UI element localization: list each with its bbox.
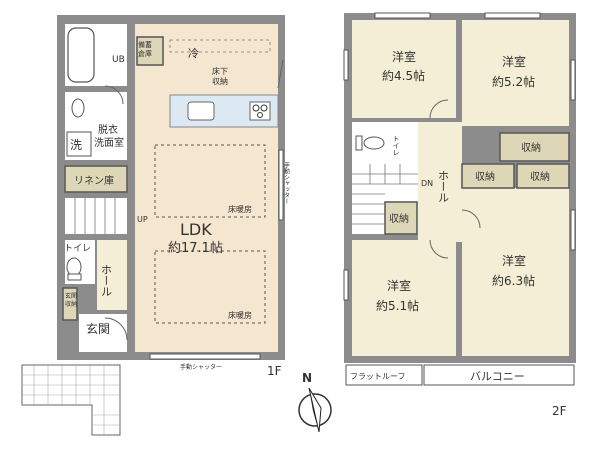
bath-label: UB (112, 55, 125, 65)
window-bottom-1f (149, 353, 261, 360)
storage-label-line-1: 備蓄 (138, 40, 152, 49)
compass-icon: N (298, 371, 332, 433)
door-swing-room3 (429, 239, 449, 259)
storage-label-line-2: 倉庫 (138, 49, 152, 58)
room2-name: 洋室 (502, 54, 526, 69)
dressing-label: 脱衣洗面室 (94, 123, 124, 149)
toilet-2f-tank-icon (355, 135, 363, 151)
sink-basin (187, 101, 215, 121)
entrance-storage-label-line-2: 収納 (65, 300, 77, 308)
window-left-room3 (343, 269, 349, 301)
upper-cabinet-line (169, 39, 271, 53)
entrance-label: 玄関 (86, 321, 110, 336)
entrance-storage-label-line-1: 玄関 (65, 292, 77, 300)
room4-size: 約6.3帖 (492, 273, 535, 288)
window-right-1f (278, 149, 284, 221)
storage-room (136, 36, 164, 66)
closet-c (516, 163, 570, 189)
toilet-1f-tank-icon (67, 273, 82, 281)
door-swing-room4 (461, 209, 481, 229)
hall-2f (418, 122, 462, 242)
closet-b (461, 163, 515, 189)
floor-heating-label-2: 床暖房 (228, 310, 252, 320)
floor2-label: 2F (552, 404, 567, 418)
linen-closet (64, 165, 128, 193)
toilet-2f-label: トイレ (392, 135, 400, 156)
door-swing-bath (104, 85, 124, 105)
flat-roof-label: フラットルーフ (350, 372, 406, 381)
up-label: UP (137, 215, 148, 224)
floor1-label: 1F (267, 364, 282, 378)
room3 (352, 240, 456, 356)
floor-heating-label-1: 床暖房 (228, 204, 252, 214)
ldk-name-label: LDK (180, 220, 212, 239)
compass-label: N (302, 371, 312, 385)
floor-2: 洋室 約4.5帖 洋室 約5.2帖 洋室 約5.1帖 洋室 約6.3帖 収納 収… (343, 12, 576, 418)
bathtub-icon (67, 27, 95, 83)
door-swing-ldk (277, 59, 284, 89)
storage-label: 備蓄倉庫 (138, 40, 152, 58)
hall-2f-label: ホール (437, 170, 450, 203)
dressing-label-line-2: 洗面室 (94, 136, 124, 149)
entrance-1f (79, 314, 127, 352)
fridge-label: 冷 (188, 47, 199, 60)
flat-roof (345, 364, 423, 386)
room1 (352, 20, 456, 118)
door-swing-entrance (104, 317, 128, 341)
floor-heating-area-2 (154, 250, 266, 324)
room2 (462, 20, 569, 126)
stair-lines-1f (74, 198, 116, 234)
closet-b-label: 収納 (475, 170, 495, 183)
balcony-label: バルコニー (470, 370, 525, 383)
ldk-size-label: 約17.1帖 (168, 241, 223, 256)
toilet-1f-label: トイレ (64, 244, 91, 254)
stair-lines-2f (352, 164, 418, 225)
washbasin-icon (71, 98, 85, 118)
underfloor-label: 床下収納 (212, 66, 228, 86)
closet-d (384, 201, 418, 235)
floor-1: 冷 UB 備蓄倉庫 床下収納 洗 脱衣洗面室 リネン庫 トイレ ホール 玄関収納… (21, 15, 290, 436)
stair-1f (65, 198, 127, 234)
underfloor-label-line-1: 床下 (212, 66, 228, 76)
hall-1f (97, 240, 127, 310)
shutter-right-label: 手動シャッター (283, 161, 290, 204)
toilet-1f-icon (66, 257, 82, 277)
sink-label: 洗 (70, 138, 82, 152)
underfloor-label-line-2: 収納 (212, 76, 228, 86)
closet-a (499, 132, 570, 162)
porch-tiles (22, 365, 120, 435)
room1-name: 洋室 (392, 49, 416, 64)
room2-size: 約5.2帖 (492, 74, 535, 89)
balcony (423, 364, 575, 386)
room4 (462, 188, 569, 356)
closet-a-label: 収納 (521, 141, 541, 154)
down-label: DN (421, 179, 433, 188)
window-top-room1 (374, 12, 431, 19)
toilet-2f-icon (363, 136, 385, 150)
stove-icon (249, 101, 271, 121)
ldk-area (135, 24, 278, 352)
window-right-room2 (570, 59, 576, 101)
dressing-label-line-1: 脱衣 (98, 123, 118, 136)
door-swing-room1 (429, 99, 449, 119)
room3-size: 約5.1帖 (376, 298, 419, 313)
window-top-room2 (484, 12, 541, 19)
room3-name: 洋室 (387, 278, 411, 293)
shutter-bottom-label: 手動シャッター (180, 363, 222, 371)
porch (21, 364, 121, 436)
linen-label: リネン庫 (74, 174, 114, 187)
entrance-storage (62, 287, 78, 321)
window-left-room1 (343, 49, 349, 81)
room1-size: 約4.5帖 (382, 68, 425, 83)
entrance-storage-label: 玄関収納 (65, 292, 77, 308)
closet-d-label: 収納 (389, 212, 409, 225)
hall-1f-label: ホール (100, 264, 113, 297)
floor-heating-area-1 (154, 144, 266, 218)
room4-name: 洋室 (502, 253, 526, 268)
washing-machine-icon (66, 131, 92, 157)
window-right-room4 (570, 209, 576, 251)
closet-c-label: 収納 (530, 170, 550, 183)
